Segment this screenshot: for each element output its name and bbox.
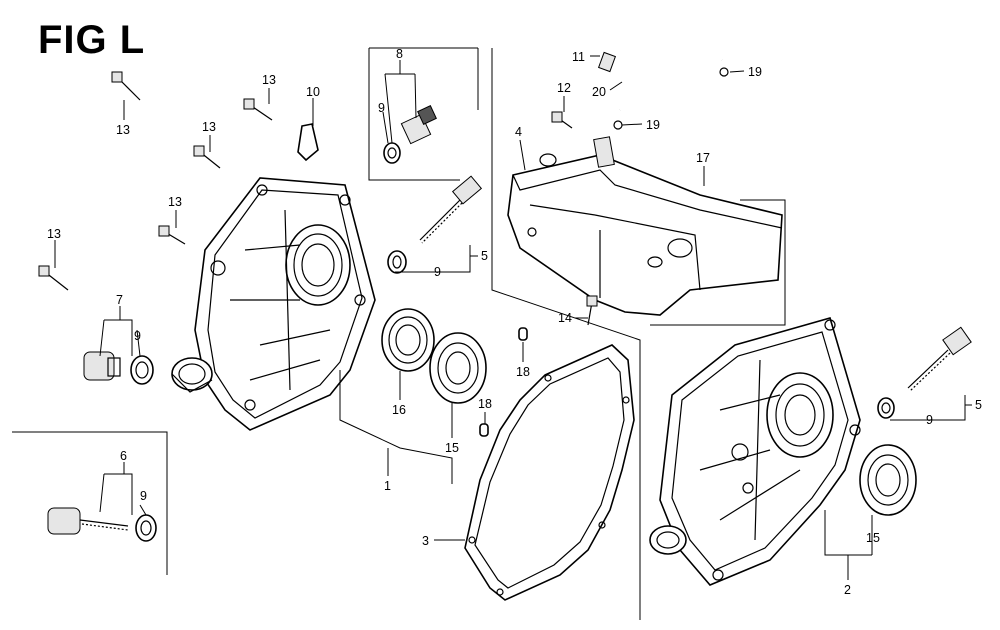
callout-2: 2 (844, 583, 851, 597)
callout-3: 3 (422, 534, 429, 548)
oil-dipstick-5-left (419, 175, 483, 244)
callout-13: 13 (47, 227, 61, 241)
callout-9: 9 (140, 489, 147, 503)
callout-5: 5 (975, 398, 982, 412)
callout-13: 13 (168, 195, 182, 209)
callout-5: 5 (481, 249, 488, 263)
drain-plug-8 (400, 105, 437, 145)
callout-9: 9 (134, 329, 141, 343)
breather-hose (597, 38, 729, 130)
bearing-15-left (429, 332, 487, 404)
crankcase-cover-right (649, 317, 861, 586)
callout-10: 10 (306, 85, 320, 99)
callout-1: 1 (384, 479, 391, 493)
figure-title: FIG L (38, 18, 146, 62)
callout-4: 4 (515, 125, 522, 139)
bearing-15-right (859, 444, 917, 516)
callout-13: 13 (202, 120, 216, 134)
callout-13: 13 (262, 73, 276, 87)
oil-tank (507, 136, 783, 316)
callout-20: 20 (592, 85, 606, 99)
callout-labels: 13 13 13 13 13 10 8 9 9 5 7 9 16 15 1 18… (47, 47, 982, 597)
callout-16: 16 (392, 403, 406, 417)
oil-dipstick-5-right (907, 326, 972, 392)
callout-7: 7 (116, 293, 123, 307)
drain-plug-7 (83, 351, 121, 381)
callout-18: 18 (478, 397, 492, 411)
callout-9: 9 (926, 413, 933, 427)
callout-9: 9 (434, 265, 441, 279)
bearing-16 (381, 308, 435, 372)
leader-lines (54, 55, 972, 580)
callout-19: 19 (748, 65, 762, 79)
washer-parts (130, 142, 895, 542)
callout-6: 6 (120, 449, 127, 463)
callout-9: 9 (378, 101, 385, 115)
callout-14: 14 (558, 311, 572, 325)
crankcase-cover-left (171, 177, 376, 431)
gasket (464, 344, 635, 601)
callout-18: 18 (516, 365, 530, 379)
dipstick-6 (47, 507, 129, 535)
callout-19: 19 (646, 118, 660, 132)
callout-13: 13 (116, 123, 130, 137)
callout-15: 15 (445, 441, 459, 455)
callout-12: 12 (557, 81, 571, 95)
callout-11: 11 (572, 50, 585, 64)
callout-17: 17 (696, 151, 710, 165)
callout-8: 8 (396, 47, 403, 61)
section-divider-lines (12, 47, 786, 620)
bolts (38, 71, 598, 326)
callout-15: 15 (866, 531, 880, 545)
dowel-pins (479, 327, 528, 437)
